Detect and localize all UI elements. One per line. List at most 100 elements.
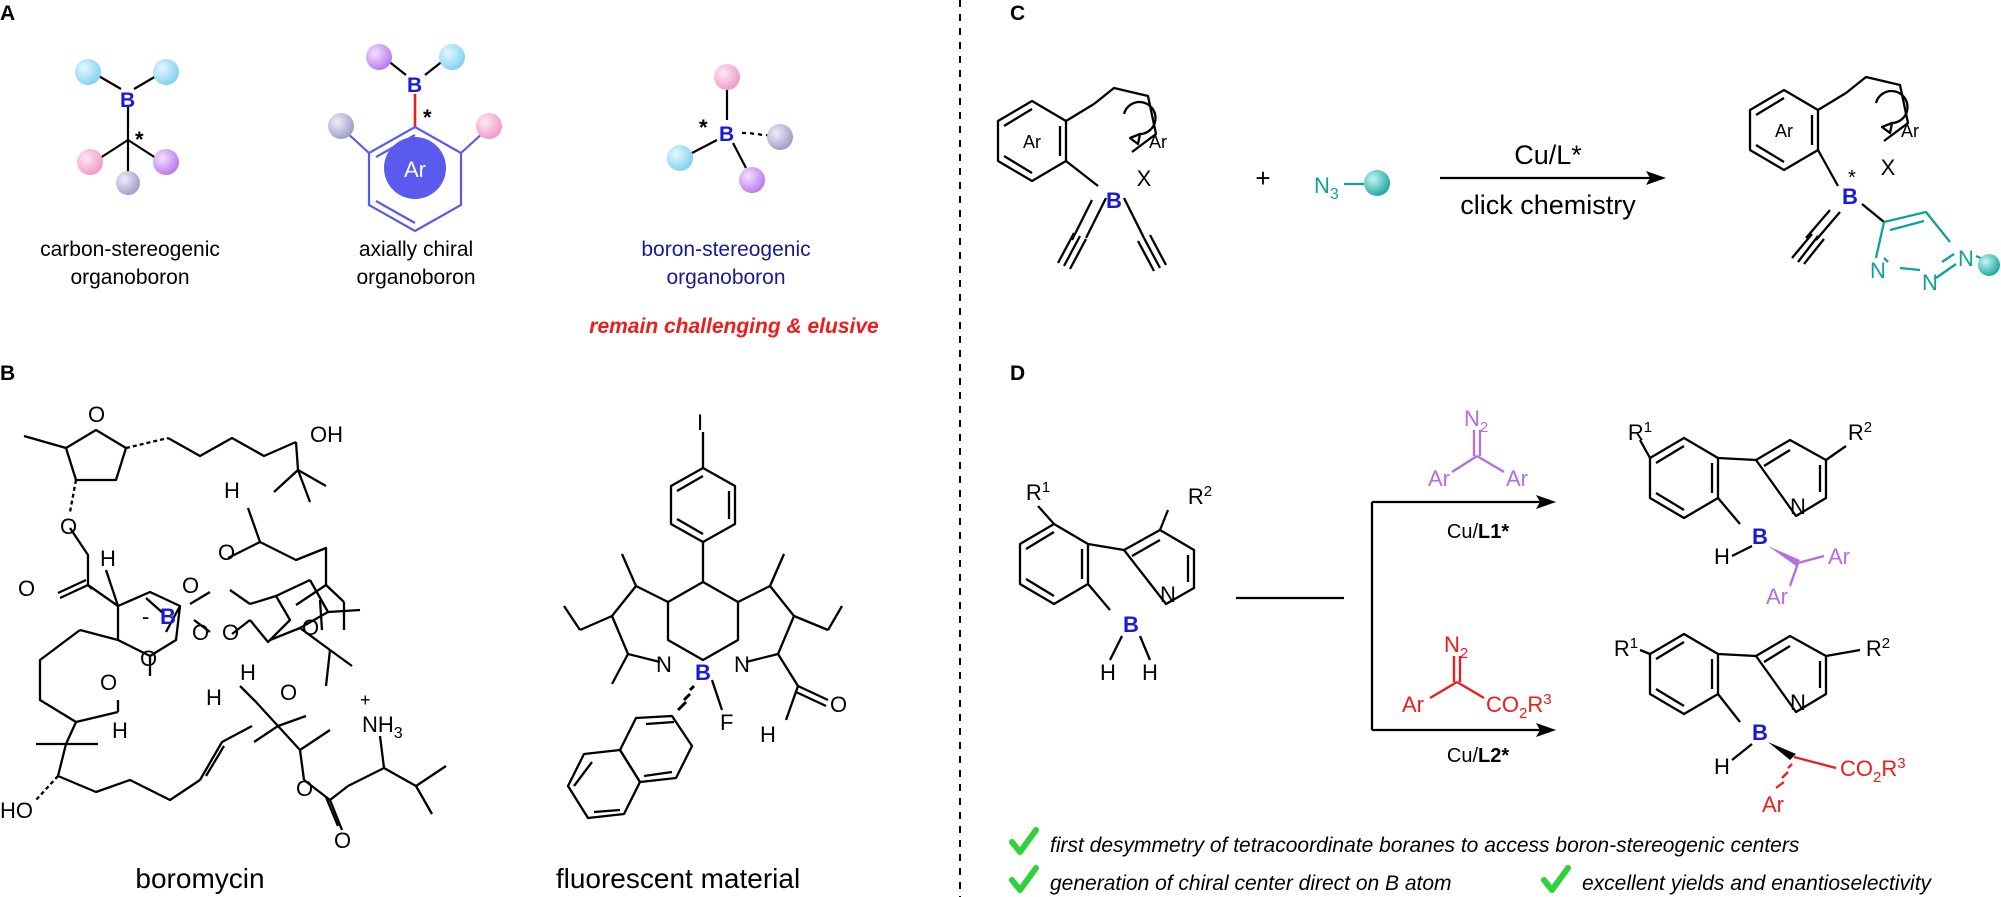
check-icon — [1009, 865, 1039, 893]
h-atom: H — [1714, 544, 1730, 569]
check-text: excellent yields and enantioselectivity — [1582, 872, 1933, 895]
panel-a-label: A — [0, 2, 15, 25]
fluorescent-caption: fluorescent material — [556, 863, 800, 894]
bodipy-boron: B — [695, 660, 711, 685]
cyan-ball — [439, 44, 465, 70]
oxygen-atom: O — [334, 828, 351, 853]
triazole-bond — [1935, 263, 1957, 279]
ar-label: Ar — [1775, 121, 1793, 141]
nitrogen-atom: N — [1160, 582, 1176, 607]
check-icon — [1541, 865, 1571, 893]
nitrogen-atom: N — [734, 652, 750, 677]
x-atom: X — [1137, 166, 1152, 191]
ester-group: CO2R3 — [1486, 691, 1552, 722]
oxygen-atom: O — [302, 615, 319, 640]
h-atom: H — [240, 660, 256, 685]
ar-label: Ar — [1149, 132, 1167, 152]
stereo-star: * — [1848, 167, 1856, 189]
bodipy-structure — [563, 432, 843, 820]
oxygen-atom: O — [182, 573, 199, 598]
boromycin-boron: B — [160, 604, 176, 629]
panel-c: C Ar Ar X B + N3 — [996, 2, 2000, 295]
pink-ball — [77, 149, 103, 175]
r2-label: R2 — [1866, 635, 1890, 661]
ar-label: Ar — [1506, 466, 1528, 491]
catalyst-label: Cu/L* — [1514, 140, 1582, 170]
diaryl-diazo — [1451, 430, 1505, 473]
caption-carbon-line1: carbon-stereogenic — [40, 238, 220, 261]
top-product-aryls — [1788, 554, 1825, 587]
cyan-ball — [75, 59, 101, 85]
bottom-product-substituents — [1775, 755, 1837, 789]
oxygen-atom: O — [100, 670, 117, 695]
ho-group: HO — [0, 798, 33, 823]
carbon-stereogenic-structure — [96, 74, 160, 175]
check-text: first desymmetry of tetracoordinate bora… — [1050, 834, 1800, 857]
triazole-nitrogen: N — [1958, 246, 1974, 271]
stereo-star: * — [135, 127, 144, 152]
r1-label: R1 — [1628, 419, 1652, 445]
triazole-nitrogen: N — [1922, 270, 1938, 295]
triazole-nitrogen: N — [1870, 258, 1886, 283]
caption-carbon-line2: organoboron — [70, 266, 189, 289]
ester-group: CO2R3 — [1840, 755, 1906, 786]
diazo-n2: N2 — [1464, 406, 1488, 436]
h-atom: H — [224, 478, 240, 503]
top-catalyst: Cu/L1* — [1447, 521, 1509, 543]
oxygen-atom: O — [280, 680, 297, 705]
oxygen-atom: O — [18, 576, 35, 601]
ar-label: Ar — [1428, 466, 1450, 491]
gray-ball — [767, 124, 793, 150]
nitrogen-atom: N — [1790, 690, 1806, 715]
oxygen-atom: O — [218, 540, 235, 565]
bottom-product — [1639, 632, 1861, 761]
azide-reagent: N3 — [1314, 173, 1339, 203]
aryl-diazoester — [1429, 656, 1485, 699]
plus-sign: + — [1255, 163, 1270, 193]
nitrogen-atom: N — [656, 652, 672, 677]
oxygen-atom: O — [60, 514, 77, 539]
ar-label: Ar — [404, 157, 426, 182]
ar-label: Ar — [1901, 121, 1919, 141]
h-atom: H — [100, 546, 116, 571]
caption-axial-line1: axially chiral — [359, 238, 473, 261]
ar-label: Ar — [1766, 584, 1788, 609]
cyan-ball — [153, 59, 179, 85]
caption-axial-line2: organoboron — [356, 266, 475, 289]
diazo-n2: N2 — [1444, 632, 1468, 662]
check-text: generation of chiral center direct on B … — [1050, 872, 1452, 895]
oxygen-atom: O — [296, 776, 313, 801]
minus-charge: - — [142, 604, 149, 629]
panel-a: A B * carbon-stereogenic organoboron — [0, 2, 879, 338]
h-atom: H — [112, 718, 128, 743]
nitrogen-atom: N — [1790, 494, 1806, 519]
h-atom: H — [206, 685, 222, 710]
boromycin-structure — [23, 428, 447, 831]
ar-disc — [384, 137, 446, 199]
r2-label: R2 — [1848, 419, 1872, 445]
iodine-atom: I — [697, 410, 703, 435]
violet-ball — [153, 149, 179, 175]
ar-label: Ar — [1402, 692, 1424, 717]
oxygen-atom: O — [88, 402, 105, 427]
ar-label: Ar — [1023, 132, 1041, 152]
check-icon — [1009, 827, 1039, 855]
bottom-catalyst: Cu/L2* — [1447, 745, 1509, 767]
boron-atom: B — [719, 123, 734, 146]
panel-d-label: D — [1010, 362, 1025, 385]
challenge-note: remain challenging & elusive — [589, 315, 879, 338]
check-list: first desymmetry of tetracoordinate bora… — [1009, 827, 1933, 895]
panel-b-label: B — [0, 362, 15, 385]
r2-label: R2 — [1188, 483, 1212, 509]
stereo-star: * — [699, 115, 708, 140]
ammonium-group: NH3 — [362, 712, 403, 742]
panel-c-label: C — [1010, 2, 1025, 25]
oxygen-atom: O — [222, 620, 239, 645]
h-atom: H — [1714, 754, 1730, 779]
starting-borane — [1018, 505, 1344, 661]
pink-ball — [476, 113, 502, 139]
caption-boron-line2: organoboron — [666, 266, 785, 289]
h-atom: H — [1100, 660, 1116, 685]
r1-label: R1 — [1026, 479, 1050, 505]
boromycin-caption: boromycin — [135, 863, 264, 894]
